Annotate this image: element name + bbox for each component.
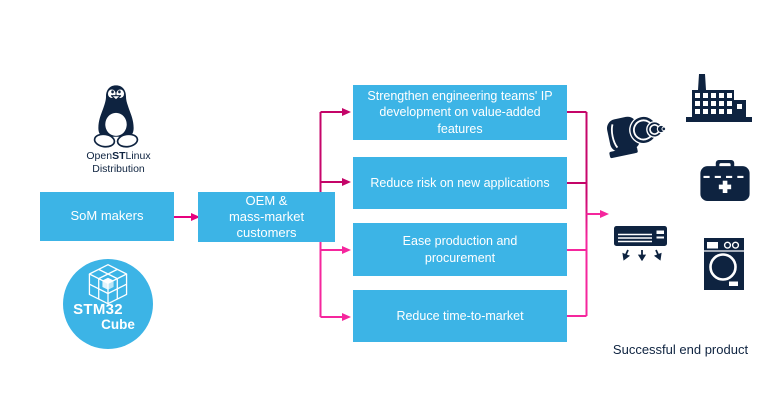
stm32-label: STM32 xyxy=(73,301,123,318)
benefit-label: Strengthen engineering teams' IP develop… xyxy=(367,89,553,136)
factory-icon xyxy=(686,74,752,122)
cube-wireframe-icon xyxy=(80,261,136,313)
oem-line-3: customers xyxy=(236,225,297,241)
washing-machine-icon xyxy=(704,238,744,290)
stm32cube-logo: STM32 Cube xyxy=(63,259,153,349)
benefit-box-ease-production: Ease production and procurement xyxy=(353,223,567,276)
benefit-label: Reduce risk on new applications xyxy=(370,175,550,190)
benefit-label: Ease production and procurement xyxy=(402,234,518,265)
benefit-box-time-to-market: Reduce time-to-market xyxy=(353,290,567,342)
openstlinux-distribution-label: OpenSTLinux Distribution xyxy=(56,150,181,177)
benefit-label: Reduce time-to-market xyxy=(396,308,524,323)
air-conditioner-icon xyxy=(613,226,671,261)
distribution-text: Distribution xyxy=(92,163,145,176)
successful-end-product-label: Successful end product xyxy=(612,342,749,357)
motor-icon xyxy=(604,108,666,160)
oem-line-1: OEM & xyxy=(245,192,288,208)
cube-label: Cube xyxy=(101,317,135,332)
som-makers-box: SoM makers xyxy=(40,192,174,241)
oem-mass-market-box: OEM & mass-market customers xyxy=(198,192,335,242)
som-makers-label: SoM makers xyxy=(70,208,144,224)
benefit-box-reduce-risk: Reduce risk on new applications xyxy=(353,157,567,209)
oem-line-2: mass-market xyxy=(228,208,305,224)
benefit-box-ip-development: Strengthen engineering teams' IP develop… xyxy=(353,85,567,140)
openstlinux-text: OpenSTLinux xyxy=(86,150,151,162)
first-aid-kit-icon xyxy=(700,160,750,201)
linux-tux-icon xyxy=(93,83,139,149)
